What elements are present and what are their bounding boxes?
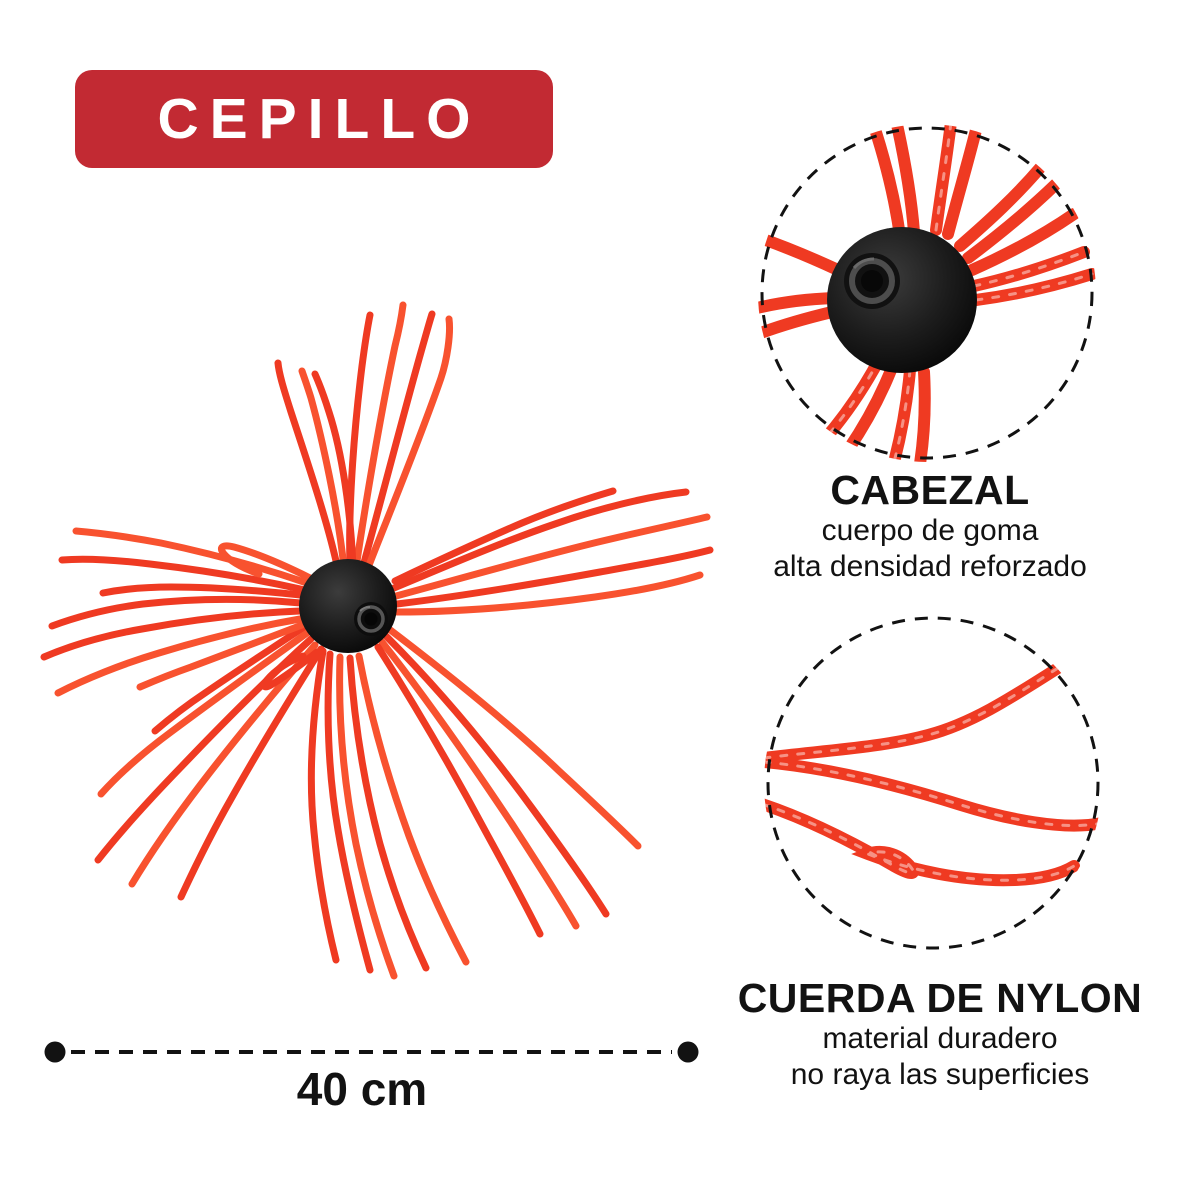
product-title-badge: CEPILLO [75,70,553,168]
cabezal-dashed-ring [760,126,1094,460]
cabezal-line-2: alta densidad reforzado [773,550,1087,584]
strand-bundle-left [40,595,306,697]
cuerda-zoom-circle [764,616,1102,950]
cuerda-line-1: material duradero [822,1022,1058,1056]
cuerda-line-2: no raya las superficies [790,1058,1090,1092]
strand-bundle-upper-left [58,527,321,691]
cabezal-zoom-circle [758,124,1096,462]
strand-bundle-lower-right [374,625,642,938]
brush-head [299,559,397,653]
measurement-value: 40 cm [296,1063,428,1115]
measurement-dot-right [677,1041,699,1063]
cabezal-callout-text: CABEZAL cuerpo de goma alta densidad ref… [700,467,1160,585]
brush-product-image [40,301,714,980]
strand-bundle-right [390,487,714,616]
strand-bundle-lower-left [94,623,325,901]
cuerda-callout-text: CUERDA DE NYLON material duradero no ray… [700,975,1180,1093]
cuerda-strands [764,648,1102,887]
product-title: CEPILLO [157,86,482,151]
cuerda-title: CUERDA DE NYLON [737,975,1143,1021]
cabezal-threaded-socket [844,253,900,309]
cabezal-title: CABEZAL [830,467,1030,513]
cabezal-line-1: cuerpo de goma [821,514,1039,548]
cabezal-head [827,227,977,373]
strand-bundle-up [274,301,453,577]
cuerda-dashed-ring [766,616,1100,950]
threaded-socket [354,602,388,636]
strand-bundle-down [307,647,470,980]
measurement-line [44,1041,699,1063]
measurement-dot-left [44,1041,66,1063]
